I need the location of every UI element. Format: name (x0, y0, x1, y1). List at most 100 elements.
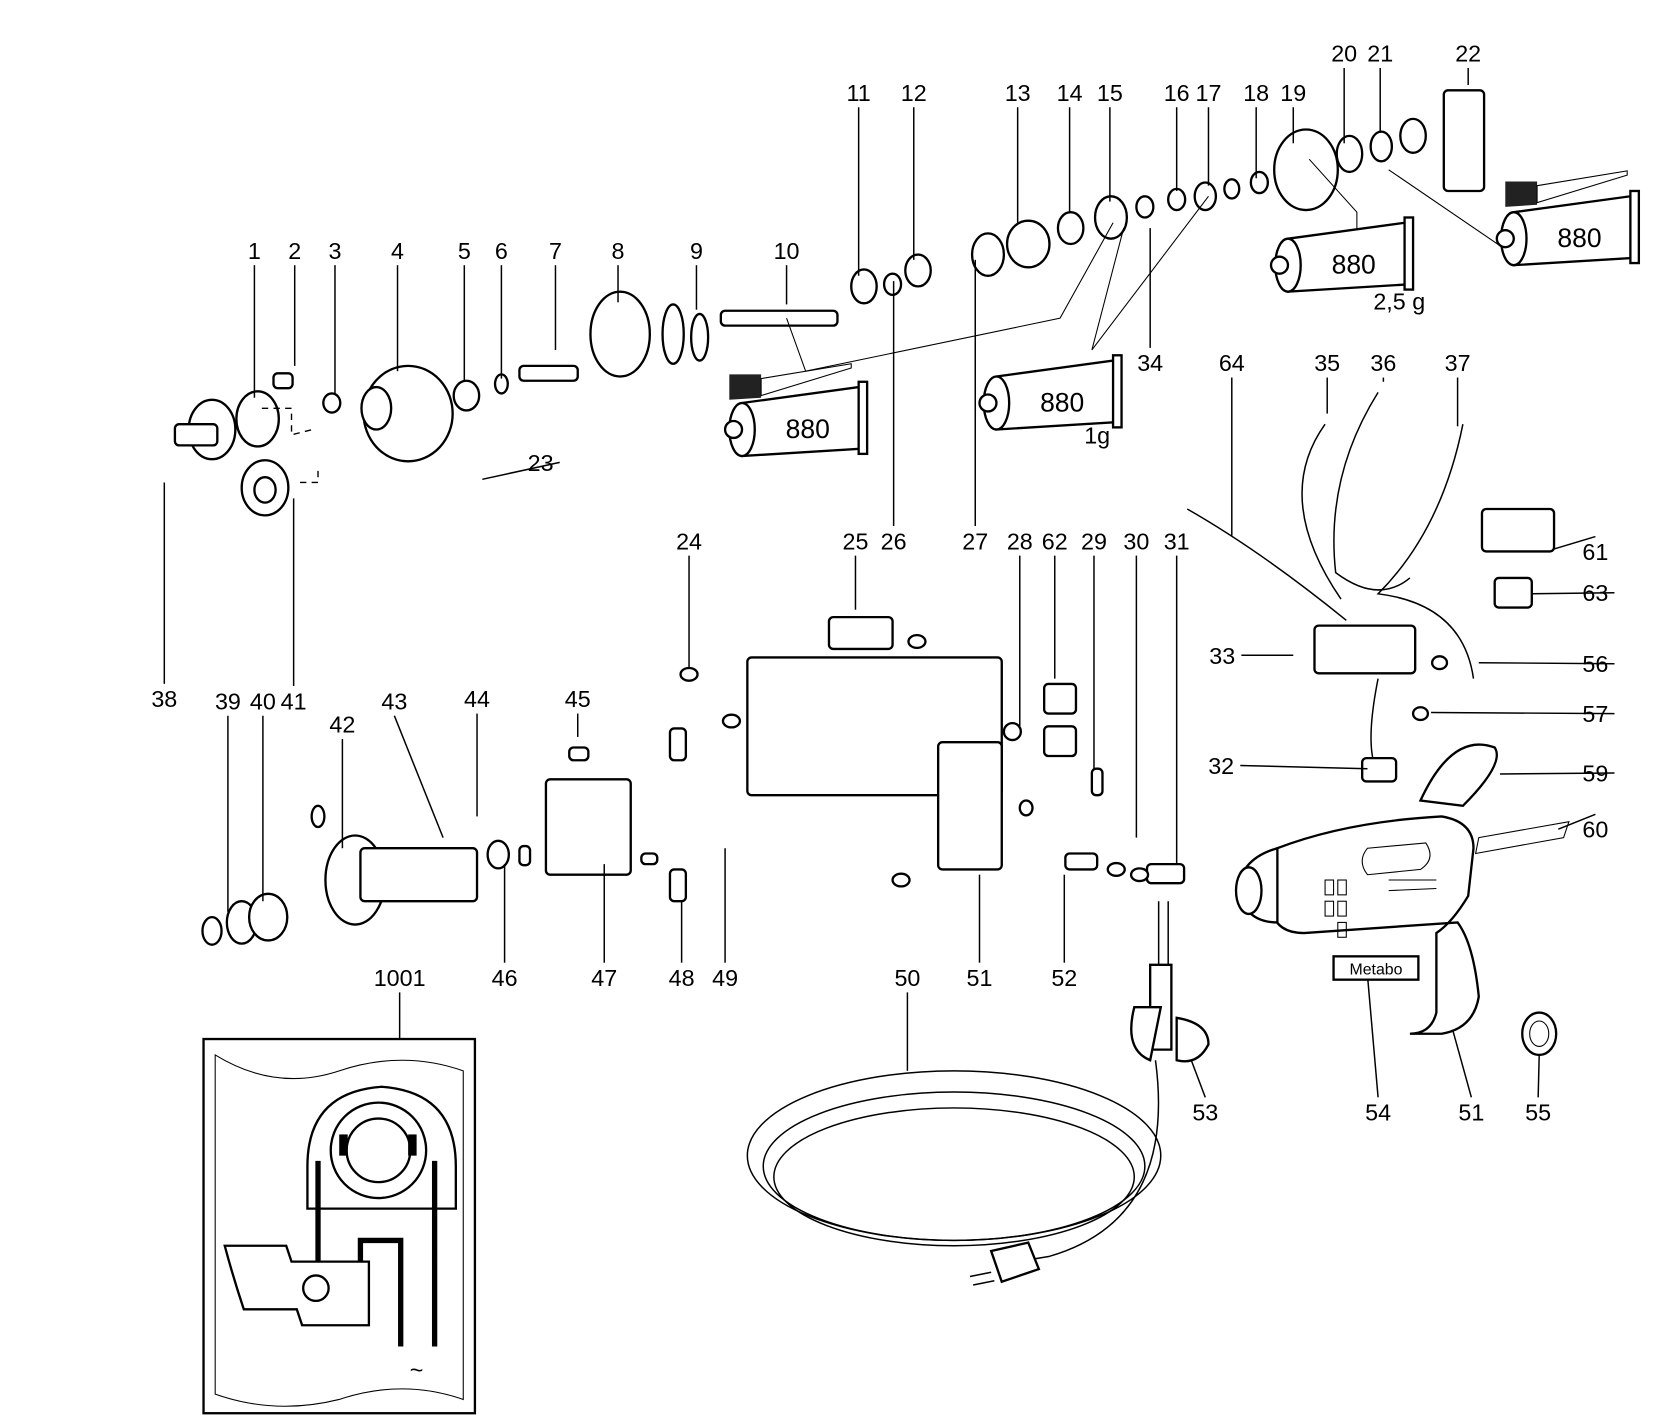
leader-line (1552, 535, 1596, 550)
part-label-44: 44 (464, 686, 490, 712)
part-label-12: 12 (901, 80, 927, 106)
wire (1376, 424, 1475, 679)
svg-text:Metabo: Metabo (1349, 961, 1402, 978)
leader-line (1499, 772, 1615, 775)
part-label-6: 6 (495, 238, 508, 264)
part-shape (1223, 178, 1241, 200)
part-label-48: 48 (669, 965, 695, 991)
leader-line (1451, 1028, 1473, 1098)
part-shape (201, 915, 223, 946)
part-shape (544, 778, 632, 876)
part-shape (173, 423, 219, 447)
metabo-logo: Metabo (1332, 955, 1420, 981)
part-label-36: 36 (1370, 350, 1396, 376)
part-label-38: 38 (151, 686, 177, 712)
assembled-drill: Metabo (1234, 743, 1570, 1057)
part-shape (1093, 195, 1129, 240)
part-shape (1273, 128, 1339, 212)
part-label-19: 19 (1280, 80, 1306, 106)
grease-code: 880 (1040, 387, 1084, 417)
part-label-11: 11 (847, 80, 871, 106)
part-shape (1056, 211, 1085, 246)
part-shape (589, 290, 651, 378)
part-shape (719, 309, 839, 327)
part-shape (310, 804, 326, 829)
part-label-5: 5 (458, 238, 471, 264)
part-label-59: 59 (1582, 760, 1608, 786)
part-shape (661, 303, 685, 365)
part-label-37: 37 (1445, 350, 1471, 376)
part-shape (1249, 170, 1270, 195)
part-shape (235, 390, 280, 448)
part-label-1: 1 (248, 238, 261, 264)
part-shape (486, 839, 510, 870)
part-label-35: 35 (1314, 350, 1340, 376)
part-shape (1005, 219, 1051, 269)
part-label-49: 49 (712, 965, 738, 991)
part-label-53: 53 (1192, 1100, 1218, 1126)
part-label-27: 27 (962, 528, 988, 554)
part-label-42: 42 (329, 712, 355, 738)
part-label-46: 46 (492, 965, 518, 991)
part-label-20: 20 (1331, 41, 1357, 67)
part-shape (1442, 89, 1486, 193)
part-label-23: 23 (528, 450, 554, 476)
grease-code: 880 (1332, 250, 1376, 280)
part-shape (907, 633, 927, 650)
part-label-60: 60 (1582, 817, 1608, 843)
leader-line (1537, 1054, 1540, 1098)
part-label-52: 52 (1051, 965, 1077, 991)
part-shape (1361, 756, 1398, 783)
part-label-18: 18 (1243, 80, 1269, 106)
part-label-32: 32 (1208, 753, 1234, 779)
part-shape (247, 892, 289, 942)
part-label-57: 57 (1582, 701, 1608, 727)
part-label-56: 56 (1582, 651, 1608, 677)
part-label-10: 10 (774, 238, 800, 264)
part-label-8: 8 (612, 238, 625, 264)
grease-leader (1091, 227, 1125, 351)
part-label-45: 45 (565, 686, 591, 712)
grease-tube-4: 880 (1495, 189, 1641, 267)
alt-part-link (299, 466, 319, 484)
grease-tube-1: 880 (723, 380, 869, 458)
part-label-54: 54 (1365, 1100, 1391, 1126)
part-shape (1399, 117, 1427, 154)
part-shape (359, 847, 479, 903)
part-label-16: 16 (1164, 80, 1190, 106)
part-shape (970, 232, 1006, 277)
grease-leader (1388, 169, 1506, 250)
part-shape (253, 476, 277, 504)
part-label-63: 63 (1582, 580, 1608, 606)
grease-code: 880 (786, 414, 830, 444)
part-label-2: 2 (288, 238, 301, 264)
leader-line (1531, 592, 1615, 595)
part-shape (904, 253, 932, 288)
leader-line (1431, 711, 1615, 715)
part-label-34: 34 (1137, 350, 1163, 376)
part-label-13: 13 (1005, 80, 1031, 106)
leader-line (1478, 661, 1615, 665)
part-label-51: 51 (1458, 1100, 1484, 1126)
part-label-15: 15 (1097, 80, 1123, 106)
part-shape (668, 868, 688, 903)
part-label-64: 64 (1219, 350, 1245, 376)
part-shape (679, 666, 699, 682)
part-shape (891, 872, 911, 888)
part-shape (1369, 130, 1394, 163)
part-shape (1018, 799, 1034, 817)
grease-leader (1091, 195, 1209, 351)
part-shape (1480, 507, 1556, 553)
part-label-28: 28 (1007, 528, 1033, 554)
part-label-47: 47 (591, 965, 617, 991)
part-shape (272, 372, 294, 390)
grease-code: 880 (1557, 223, 1601, 253)
part-shape (1313, 624, 1417, 675)
part-label-30: 30 (1123, 528, 1149, 554)
part-shape (568, 746, 590, 762)
part-shape (1430, 655, 1449, 671)
part-label-39: 39 (215, 688, 241, 714)
